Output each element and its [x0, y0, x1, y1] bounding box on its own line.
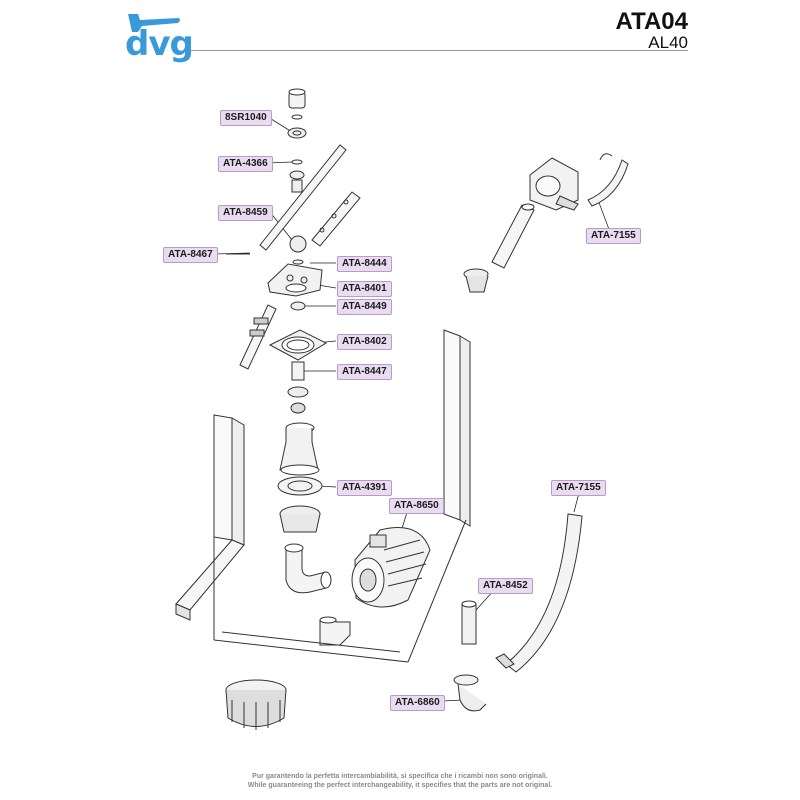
part-label-ata-4366[interactable]: ATA-4366 [218, 156, 273, 172]
solenoid-pump-part [529, 157, 579, 211]
part-label-8sr1040[interactable]: 8SR1040 [220, 110, 272, 126]
coffee-spout-icon [128, 14, 180, 32]
model-variant: AL40 [648, 33, 688, 52]
frame-left [175, 414, 245, 640]
top-cap-part [288, 88, 306, 109]
part-label-ata-8467[interactable]: ATA-8467 [163, 247, 218, 263]
hose-lower-part [495, 513, 583, 673]
hose-upper-part [587, 153, 629, 207]
model-code: ATA04 [615, 8, 688, 35]
exploded-parts-diagram [175, 88, 629, 730]
elbow-pipe-part [284, 543, 332, 594]
part-label-ata-8650[interactable]: ATA-8650 [389, 498, 444, 514]
part-label-ata-8401[interactable]: ATA-8401 [337, 281, 392, 297]
disclaimer-italian: Pur garantendo la perfetta intercambiabi… [252, 773, 548, 780]
part-label-ata-8444[interactable]: ATA-8444 [337, 256, 392, 272]
funnel-part [279, 422, 320, 476]
disclaimer-english: While guaranteeing the perfect interchan… [247, 782, 553, 789]
part-label-ata-7155-upper[interactable]: ATA-7155 [586, 228, 641, 244]
shaft-rods [259, 144, 361, 253]
part-label-ata-8402[interactable]: ATA-8402 [337, 334, 392, 350]
frame-right [213, 329, 471, 663]
part-label-ata-8452[interactable]: ATA-8452 [478, 578, 533, 594]
valve-8452-part [461, 600, 477, 645]
bowl-part [279, 505, 321, 533]
part-label-ata-8449[interactable]: ATA-8449 [337, 299, 392, 315]
grinder-cap-part [225, 679, 287, 730]
tube-part [491, 203, 535, 269]
part-label-ata-8459[interactable]: ATA-8459 [218, 205, 273, 221]
part-label-ata-7155-lower[interactable]: ATA-7155 [551, 480, 606, 496]
spring-stack [239, 304, 277, 370]
drain-fitting-part [453, 674, 487, 712]
part-label-ata-4391[interactable]: ATA-4391 [337, 480, 392, 496]
valve-block-part [267, 263, 323, 297]
drain-cup-part [463, 268, 489, 293]
brand-logo-text: dvg [125, 24, 194, 64]
pump-motor-part [351, 527, 431, 608]
part-label-ata-8447[interactable]: ATA-8447 [337, 364, 392, 380]
elbow-pipe-lower [319, 616, 351, 646]
gasket-plate-part [268, 329, 328, 361]
part-label-ata-6860[interactable]: ATA-6860 [390, 695, 445, 711]
header-divider [190, 50, 688, 51]
